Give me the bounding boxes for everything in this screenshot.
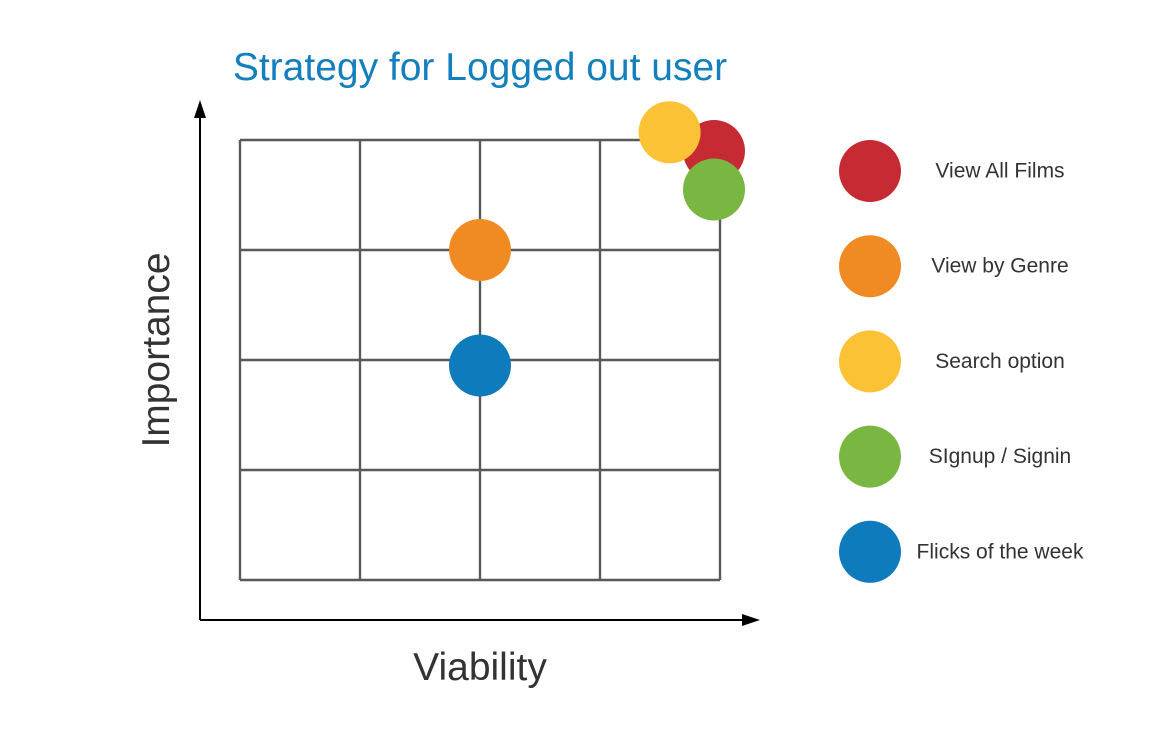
data-point-flicks-of-the-week	[449, 334, 511, 397]
data-point-view-by-genre	[449, 219, 511, 281]
legend-swatch-search-option	[839, 330, 901, 393]
legend-swatch-signup-signin	[839, 425, 901, 488]
legend-label-search-option: Search option	[935, 350, 1065, 373]
data-point-signup-signin	[683, 158, 745, 221]
data-points	[449, 101, 745, 397]
x-axis-arrowhead	[742, 614, 760, 626]
y-axis-arrowhead	[194, 100, 206, 118]
data-point-search-option	[638, 101, 701, 164]
y-axis-label: Importance	[135, 252, 178, 447]
x-axis-label: Viability	[413, 646, 547, 689]
legend-swatch-flicks-of-the-week	[839, 520, 901, 583]
legend-label-view-all-films: View All Films	[935, 160, 1064, 183]
legend-label-view-by-genre: View by Genre	[931, 255, 1068, 278]
legend-swatch-view-all-films	[839, 140, 901, 202]
legend-label-flicks-of-the-week: Flicks of the week	[917, 540, 1084, 563]
chart-axes	[194, 100, 760, 626]
legend-label-signup-signin: SIgnup / Signin	[929, 445, 1071, 468]
legend-swatch-view-by-genre	[839, 235, 901, 298]
chart-title: Strategy for Logged out user	[233, 46, 727, 89]
